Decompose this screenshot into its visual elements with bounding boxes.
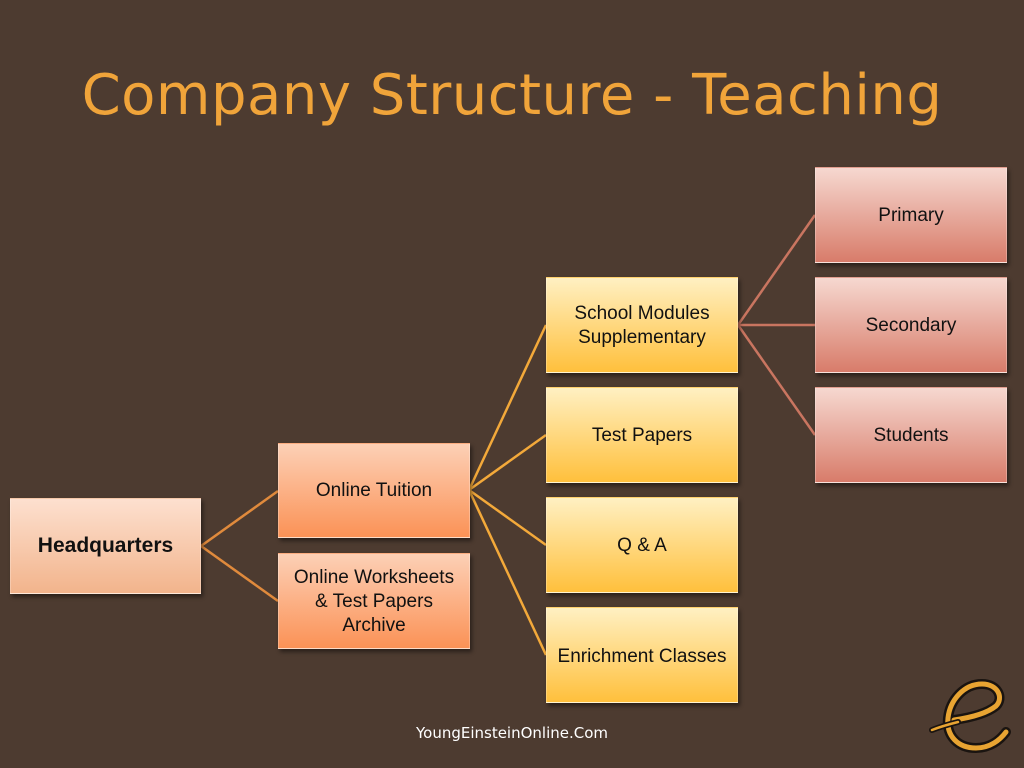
node-label: Q & A [617, 535, 667, 556]
node-primary: Primary [815, 167, 1007, 263]
node-label: Enrichment Classes [557, 646, 727, 667]
node-headquarters: Headquarters [10, 498, 201, 594]
connector-tuition-testpapers [468, 433, 547, 492]
connector-tuition-modules [467, 324, 548, 491]
connector-tuition-qa [468, 488, 547, 547]
node-label: Headquarters [37, 534, 174, 557]
node-online-worksheets: Online Worksheets & Test Papers Archive [278, 553, 470, 649]
node-students: Students [815, 387, 1007, 483]
node-label: Primary [878, 205, 944, 226]
node-label: Test Papers [591, 425, 693, 446]
node-q-and-a: Q & A [546, 497, 738, 593]
slide-title: Company Structure - Teaching [81, 63, 943, 128]
node-school-modules: School Modules Supplementary [546, 277, 738, 373]
e-logo-icon [929, 679, 1011, 753]
connector-hq-worksheets [200, 544, 279, 603]
connector-tuition-enrichment [467, 489, 548, 656]
connector-modules-primary [736, 214, 817, 326]
connector-hq-tuition [200, 489, 279, 548]
node-enrichment-classes: Enrichment Classes [546, 607, 738, 703]
node-label: Students [873, 425, 949, 446]
node-online-tuition: Online Tuition [278, 443, 470, 538]
node-label: School Modules Supplementary [574, 303, 710, 348]
connector-modules-students [736, 324, 817, 436]
node-label: Secondary [865, 315, 957, 336]
node-label: Online Tuition [315, 479, 433, 501]
node-test-papers: Test Papers [546, 387, 738, 483]
footer-website: YoungEinsteinOnline.Com [415, 724, 609, 742]
node-label: Online Worksheets & Test Papers Archive [293, 567, 455, 636]
node-secondary: Secondary [815, 277, 1007, 373]
